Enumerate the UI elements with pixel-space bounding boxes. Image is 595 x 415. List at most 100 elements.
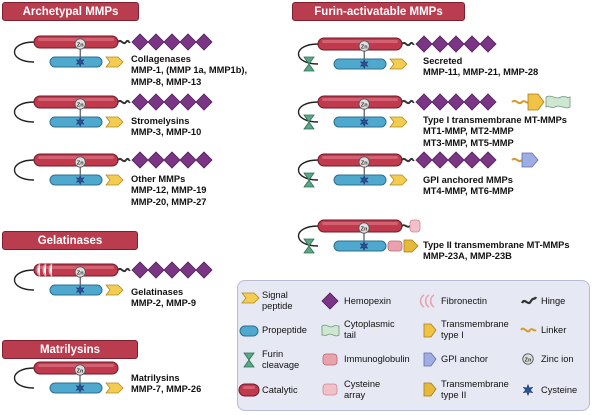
- legend-icon-tm1: [423, 323, 437, 338]
- label-type1-mt-mmps: Type I transmembrane MT-MMPs MT1-MMP, MT…: [423, 115, 567, 149]
- zinc-ion: [74, 156, 86, 168]
- signal-peptide: [389, 116, 408, 128]
- propeptide-domain: [239, 325, 259, 337]
- propeptide-domain: [49, 116, 103, 128]
- signal-peptide: [105, 116, 124, 128]
- cysteine-star: [75, 284, 85, 296]
- legend-cysteine-label: Cysteine: [541, 385, 578, 395]
- chain-loop: [298, 101, 319, 123]
- propeptide-domain: [333, 174, 387, 186]
- hinge-icon: [521, 296, 538, 305]
- legend-cysteine-array-line2: array: [344, 390, 366, 400]
- cysteine-star: [75, 174, 85, 186]
- zinc-symbol: Zn: [77, 102, 84, 108]
- catalytic-highlight: [38, 266, 114, 269]
- fibronectin-icon: [429, 294, 435, 308]
- label-other-mmps: Other MMPs MMP-12, MMP-19 MMP-20, MMP-27: [131, 174, 206, 208]
- other-title: Other MMPs: [131, 174, 186, 184]
- zinc-symbol: Zn: [77, 368, 84, 374]
- cysteine-array: [409, 219, 421, 233]
- type2-title: Type II transmembrane MT-MMPs: [423, 240, 570, 250]
- legend-propeptide: Propeptide: [262, 325, 307, 336]
- signal-peptide: [389, 58, 408, 70]
- hemopexin-blade: [479, 151, 497, 169]
- protein-other-mmps: Zn: [14, 151, 213, 186]
- signal-peptide: [105, 382, 124, 394]
- legend-gpi-anchor: GPI anchor: [441, 354, 488, 365]
- legend-cytoplasmic-line1: Cytoplasmic: [344, 319, 395, 329]
- fibronectin-icon: [419, 294, 425, 308]
- hemopexin-blade: [195, 261, 213, 279]
- hemopexin-blade: [195, 33, 213, 51]
- chain-loop: [14, 269, 35, 291]
- protein-stromelysins: Zn: [14, 93, 213, 128]
- legend-catalytic: Catalytic: [262, 385, 298, 396]
- legend-immunoglobulin-label: Immunoglobulin: [344, 354, 410, 364]
- matrilysins-title: Matrilysins: [131, 373, 180, 383]
- tm1-icon: [423, 323, 437, 338]
- zinc-ion: [358, 98, 370, 110]
- cytoplasmic-tail: [545, 95, 571, 109]
- legend-catalytic-label: Catalytic: [262, 385, 298, 395]
- furin-cleavage: [303, 114, 315, 130]
- legend-propeptide-label: Propeptide: [262, 325, 307, 335]
- gpi-title: GPI anchored MMPs: [423, 175, 513, 185]
- chain-loop: [298, 159, 319, 181]
- signal-peptide: [389, 174, 408, 186]
- collagenases-title: Collagenases: [131, 54, 191, 64]
- label-type2-mt-mmps: Type II transmembrane MT-MMPs MMP-23A, M…: [423, 240, 570, 263]
- tm2-icon: [423, 382, 437, 397]
- catalytic-highlight: [38, 98, 114, 101]
- stromelysins-title: Stromelysins: [131, 116, 190, 126]
- legend-icon-zinc: Zn: [522, 353, 534, 365]
- zinc-ion: [358, 156, 370, 168]
- linker-icon: [520, 327, 537, 333]
- cysteine-star: [359, 240, 369, 252]
- legend-cytoplasmic-tail: Cytoplasmic tail: [344, 319, 395, 341]
- legend-immunoglobulin: Immunoglobulin: [344, 354, 410, 365]
- zinc-ion: [74, 38, 86, 50]
- catalytic-highlight: [322, 156, 398, 159]
- legend-furin-line1: Furin: [262, 349, 284, 359]
- matrilysins-members: MMP-7, MMP-26: [131, 384, 202, 395]
- immunoglobulin-icon: [322, 353, 338, 366]
- zinc-symbol: Zn: [77, 42, 84, 48]
- legend-signal-peptide: Signal peptide: [262, 290, 293, 312]
- legend-furin-cleavage: Furin cleavage: [262, 349, 299, 371]
- zinc-ion: [74, 364, 86, 376]
- legend-icon-gpi: [423, 352, 437, 367]
- catalytic-highlight: [322, 98, 398, 101]
- legend-icon-signal: [241, 292, 260, 304]
- legend-icon-fibronectin: [419, 294, 435, 308]
- cysteine-star: [522, 383, 534, 397]
- hemopexin-blade: [479, 93, 497, 111]
- transmembrane-type2: [403, 239, 419, 253]
- legend-hemopexin-label: Hemopexin: [344, 296, 392, 306]
- hinge: [117, 99, 131, 105]
- legend-furin-line2: cleavage: [262, 360, 300, 370]
- catalytic-highlight: [38, 38, 114, 41]
- legend-zinc-ion: Zinc ion: [541, 354, 574, 365]
- zinc-ion: [358, 40, 370, 52]
- furin-cleavage: [303, 238, 315, 254]
- legend-icon-linker: [520, 327, 537, 333]
- zinc-symbol: Zn: [361, 44, 368, 50]
- label-gpi-anchored: GPI anchored MMPs MT4-MMP, MT6-MMP: [423, 175, 514, 198]
- immunoglobulin: [387, 240, 403, 252]
- protein-matrilysins: Zn: [14, 361, 124, 394]
- zinc-symbol: Zn: [361, 160, 368, 166]
- zinc-ion: [358, 222, 370, 234]
- legend-icon-catalytic: [238, 383, 260, 397]
- propeptide-domain: [49, 56, 103, 68]
- label-secreted: Secreted MMP-11, MMP-21, MMP-28: [423, 56, 538, 79]
- zinc-symbol: Zn: [77, 160, 84, 166]
- type1-members-1: MT1-MMP, MT2-MMP: [423, 126, 514, 137]
- legend-tm2-line1: Transmembrane: [441, 379, 509, 389]
- chain-loop: [14, 41, 35, 63]
- collagenases-members-1: MMP-1, (MMP 1a, MMP1b),: [131, 65, 248, 76]
- signal-peptide: [105, 56, 124, 68]
- catalytic-highlight: [38, 156, 114, 159]
- legend-hemopexin: Hemopexin: [344, 296, 391, 307]
- catalytic-highlight: [322, 222, 398, 225]
- fibronectin-repeat: [48, 263, 53, 277]
